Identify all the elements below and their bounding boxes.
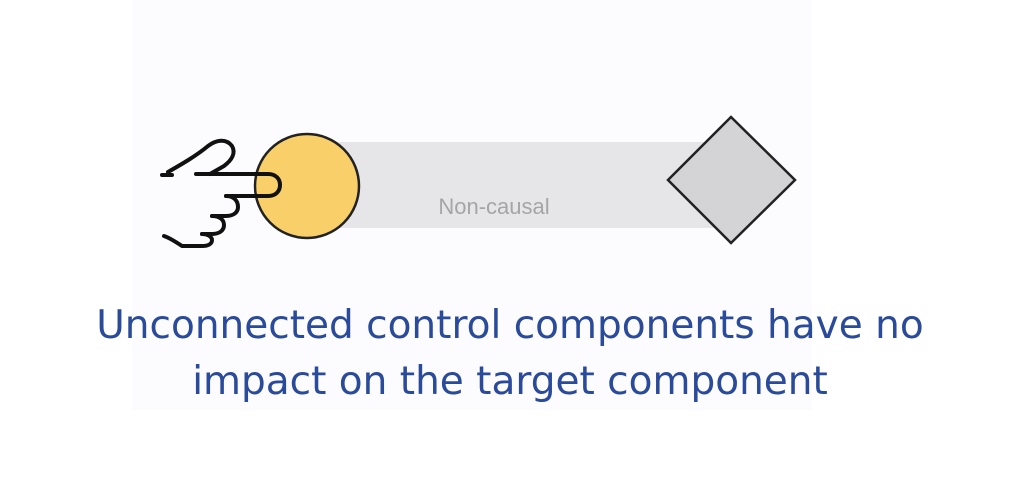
link-label: Non-causal (438, 194, 549, 219)
causal-diagram: Non-causal (160, 115, 797, 248)
caption: Unconnected control components have no i… (0, 298, 1020, 410)
caption-line-1: Unconnected control components have no (96, 303, 924, 348)
target-node[interactable] (666, 115, 797, 245)
pointing-hand-icon (160, 138, 282, 248)
caption-line-2: impact on the target component (192, 359, 828, 404)
control-node[interactable] (253, 132, 361, 240)
non-causal-link (300, 142, 730, 228)
